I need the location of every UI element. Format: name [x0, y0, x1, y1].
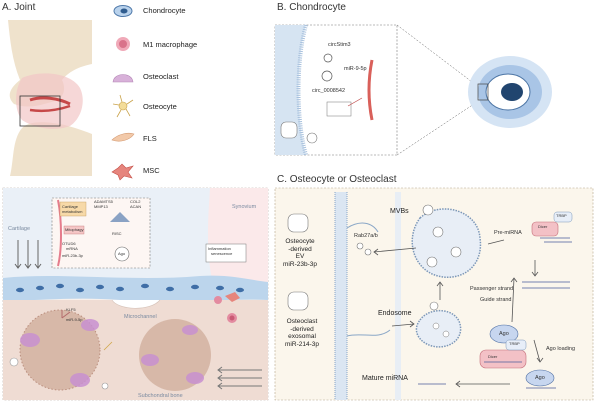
label-mvbs: MVBs: [390, 208, 409, 215]
joint-illustration: [0, 15, 100, 190]
label-ago-bottom: Ago: [535, 375, 545, 381]
label-endosome: Endosome: [378, 310, 412, 317]
bone-blob-right: [139, 319, 211, 391]
label-synovium: Synovium: [232, 204, 257, 210]
label-risc: RISC: [112, 231, 122, 236]
label-mir9-a: miR-9-5p: [66, 317, 83, 322]
label-pre-mirna: Pre-miRNA: [494, 230, 522, 236]
bone-blob-left: [19, 309, 101, 391]
legend-msc: MSC: [143, 166, 160, 175]
panel-c-title: C. Osteocyte or Osteoclast: [277, 174, 397, 185]
label-subchondral-bone: Subchondral bone: [138, 393, 183, 399]
panel-c-detail: [274, 187, 594, 401]
label-ago-loading: Ago loading: [546, 346, 576, 352]
label-rab27: Rab27a/b: [354, 233, 378, 239]
label-circ-0008542: circ_0008542: [312, 88, 346, 94]
label-acan: ACAN: [130, 204, 142, 209]
label-trbp-top: TRBP: [556, 213, 567, 218]
label-senescence: senescence: [211, 251, 233, 256]
label-adamts5: ADAMTS5: [94, 199, 113, 204]
label-cartilage: Cartilage: [8, 226, 31, 232]
label-mitophagy: Mitophagy: [65, 227, 84, 232]
label-passenger-strand: Passenger strand: [470, 286, 514, 292]
label-mmp13: MMP13: [94, 204, 108, 209]
label-otud6: OTUD6: [62, 241, 76, 246]
label-circstim3: circStim3: [328, 42, 351, 48]
label-ago-middle: Ago: [499, 331, 509, 337]
panel-b-title: B. Chondrocyte: [277, 2, 346, 13]
label-osteoclast-ev: Osteoclast -derived exosomal miR-214-3p: [285, 318, 319, 348]
legend-osteoclast: Osteoclast: [143, 72, 179, 81]
panel-a-title: A. Joint: [2, 2, 36, 13]
legend-m1-macrophage: M1 macrophage: [143, 40, 198, 49]
label-cartilage-metabolism: Cartilage metabolism: [62, 204, 83, 214]
panel-a-detail: [2, 187, 269, 401]
panel-b-detail: [274, 24, 552, 156]
label-dicer-top: Dicer: [538, 224, 548, 229]
label-mrna: mRNA: [66, 246, 78, 251]
label-trbp-bottom: TRBP: [509, 341, 520, 346]
legend-icons: [111, 5, 135, 181]
label-ago-a: Ago: [118, 251, 126, 256]
label-microchannel: Microchannel: [124, 314, 157, 320]
label-osteocyte-ev: Osteocyte -derived EV miR-23b-3p: [283, 238, 317, 268]
legend-chondrocyte: Chondrocyte: [143, 6, 186, 15]
label-mir23b-a: miR-23b-3p: [62, 253, 83, 258]
legend-fls: FLS: [143, 134, 157, 143]
label-mature-mirna: Mature miRNA: [362, 375, 408, 382]
legend-osteocyte: Osteocyte: [143, 102, 177, 111]
label-guide-strand: Guide strand: [480, 297, 512, 303]
label-dicer-bottom: Dicer: [488, 354, 498, 359]
label-mir9-b: miR-9-5p: [344, 66, 367, 72]
label-inflammation: Inflammation: [208, 246, 231, 251]
label-col2: COL2: [130, 199, 141, 204]
label-klf5: KLF5: [66, 307, 76, 312]
